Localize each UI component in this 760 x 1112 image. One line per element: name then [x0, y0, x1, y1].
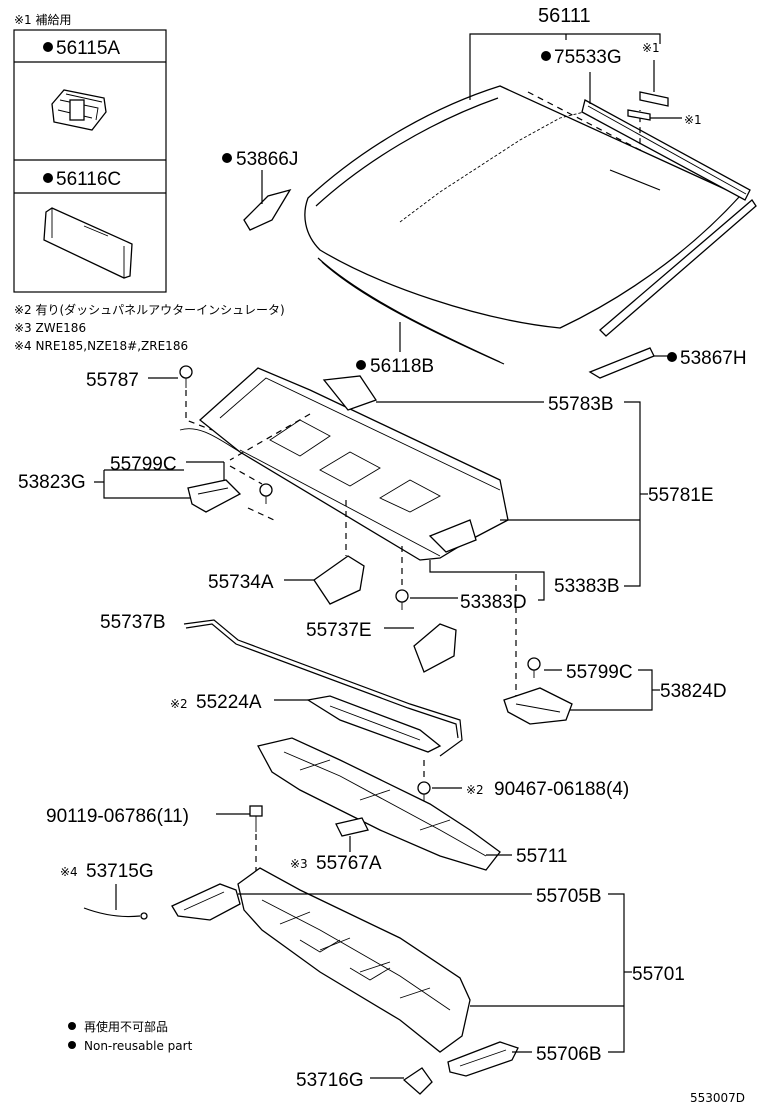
label-55799C-a: 55799C	[110, 454, 177, 475]
label-55705B: 55705B	[536, 886, 602, 907]
label-56116C: 56116C	[56, 169, 121, 190]
diagram-code: 553007D	[690, 1091, 745, 1105]
bracket-53823G-drawing	[187, 479, 242, 513]
label-55737B: 55737B	[100, 612, 166, 633]
dash-panel-55711-drawing	[257, 737, 501, 871]
label-55706B: 55706B	[536, 1044, 602, 1065]
clip-53383D-drawing	[395, 589, 409, 610]
clip-56115A-drawing	[51, 89, 107, 131]
wire-53715G-drawing	[83, 907, 141, 918]
label-90119: 90119-06786(11)	[46, 806, 189, 827]
mark-x2-a: ※2	[170, 697, 188, 711]
bracket-53867H-drawing	[588, 347, 655, 379]
legend-jp: 再使用不可部品	[84, 1019, 168, 1034]
strip-55737B-drawing	[183, 619, 463, 757]
label-55711: 55711	[516, 846, 567, 867]
seal-55734A-drawing	[313, 555, 365, 605]
bracket-53866J-drawing	[243, 188, 292, 231]
non-reusable-dot	[43, 42, 53, 52]
bolt-90119-drawing	[249, 805, 263, 832]
clip-55787-drawing	[179, 365, 193, 388]
label-56115A: 56115A	[56, 38, 120, 59]
label-55767A: 55767A	[316, 853, 382, 874]
label-55783B: 55783B	[548, 394, 614, 415]
note-3: ※3 ZWE186	[14, 321, 86, 335]
label-53383B: 53383B	[554, 576, 620, 597]
clip-parts-x1	[627, 91, 669, 121]
label-55701: 55701	[632, 964, 685, 985]
inset-box: 56115A 56116C	[13, 29, 167, 293]
mark-x1-b: ※1	[684, 113, 702, 127]
non-reusable-dot	[43, 173, 53, 183]
mark-x2-b: ※2	[466, 783, 484, 797]
cowl-panel-55701-drawing	[237, 867, 471, 1053]
label-75533G: 75533G	[554, 47, 622, 68]
bracket-55706B-drawing	[447, 1041, 519, 1077]
bracket-53716G-drawing	[402, 1067, 433, 1095]
note-1: ※1 補給用	[14, 13, 72, 27]
label-53823G: 53823G	[18, 472, 86, 493]
cowl-louver-assembly	[179, 367, 509, 561]
non-reusable-dot	[356, 360, 366, 370]
clip-90467-drawing	[417, 781, 431, 802]
mark-x3: ※3	[290, 857, 308, 871]
label-53867H: 53867H	[680, 348, 747, 369]
seal-55737E-drawing	[413, 623, 457, 673]
label-56111: 56111	[538, 5, 591, 27]
label-56118B: 56118B	[370, 356, 434, 377]
label-55734A: 55734A	[208, 572, 274, 593]
label-53715G: 53715G	[86, 861, 154, 882]
bracket-53824D-drawing	[503, 687, 573, 725]
windshield-glass	[304, 85, 757, 365]
legend-dot-jp	[68, 1022, 76, 1030]
label-90467: 90467-06188(4)	[494, 779, 629, 800]
label-55787: 55787	[86, 370, 139, 391]
bracket-55705B-drawing	[171, 883, 241, 921]
label-53866J: 53866J	[236, 149, 298, 170]
insulator-55224A-drawing	[306, 695, 442, 753]
label-55781E: 55781E	[648, 485, 714, 506]
clip-55799C-b-drawing	[527, 657, 541, 678]
non-reusable-dot	[667, 352, 677, 362]
clip-55799C-a-drawing	[259, 483, 273, 504]
label-55224A: 55224A	[196, 692, 262, 713]
label-53716G: 53716G	[296, 1070, 364, 1091]
retainer-56116C-drawing	[43, 207, 133, 279]
non-reusable-dot	[222, 153, 232, 163]
note-4: ※4 NRE185,NZE18#,ZRE186	[14, 339, 188, 353]
label-53383D: 53383D	[460, 592, 527, 613]
label-55737E: 55737E	[306, 620, 372, 641]
mark-x4: ※4	[60, 865, 78, 879]
label-55799C-b: 55799C	[566, 662, 633, 683]
pad-55767A-drawing	[335, 817, 369, 837]
non-reusable-dot	[541, 51, 551, 61]
legend-dot-en	[68, 1041, 76, 1049]
label-53824D: 53824D	[660, 681, 727, 702]
legend-en: Non-reusable part	[84, 1039, 193, 1053]
mark-x1-a: ※1	[642, 41, 660, 55]
note-2: ※2 有り(ダッシュパネルアウターインシュレータ)	[14, 302, 285, 317]
